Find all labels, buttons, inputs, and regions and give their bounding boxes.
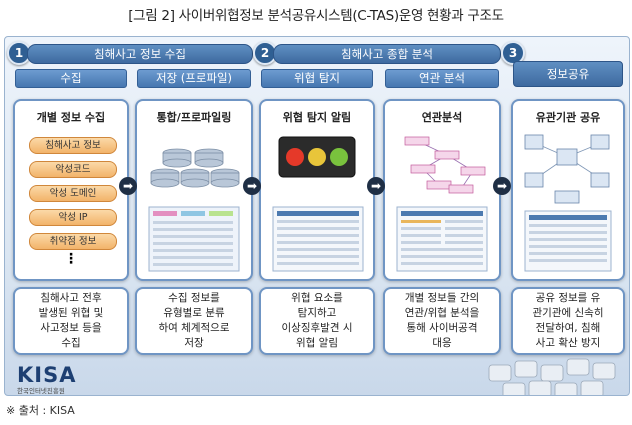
col-1-header: 수집 [15,69,127,88]
collect-item: 악성 도메인 [29,185,117,202]
database-stack-icon [139,127,249,277]
stage-2-band: 침해사고 종합 분석 [273,44,501,64]
sharing-network-icon [515,127,621,277]
flow-arrow-icon: ➡ [119,177,137,195]
stage-1-band: 침해사고 정보 수집 [27,44,253,64]
collect-item: 악성 IP [29,209,117,226]
diagram-frame: 1 침해사고 정보 수집 2 침해사고 종합 분석 3 정보공유 수집 저장 (… [4,36,630,396]
source-note: ※ 출처 : KISA [6,402,75,418]
profiling-panel: 통합/프로파일링 [135,99,253,281]
correlation-panel: 연관분석 [383,99,501,281]
collect-item: 침해사고 정보 [29,137,117,154]
flow-arrow-icon: ➡ [493,177,511,195]
col-3-header: 위협 탐지 [261,69,373,88]
alert-signal-icon [263,127,371,277]
col-2-header: 저장 (프로파일) [137,69,251,88]
kisa-logo: KISA 한국인터넷진흥원 [17,363,76,395]
sharing-panel: 유관기관 공유 [511,99,625,281]
sharing-panel-title: 유관기관 공유 [513,109,623,125]
profiling-panel-title: 통합/프로파일링 [137,109,251,125]
collect-panel-title: 개별 정보 수집 [15,109,127,125]
network-graph-icon [387,127,497,277]
figure-title: [그림 2] 사이버위협정보 분석공유시스템(C-TAS)운영 현황과 구조도 [0,4,632,24]
collect-panel: 개별 정보 수집 침해사고 정보 악성코드 악성 도메인 악성 IP 취약점 정… [13,99,129,281]
correlation-panel-title: 연관분석 [385,109,499,125]
ellipsis: ⋮ [15,251,127,267]
kisa-logo-name: KISA [17,363,76,387]
stage-3-band: 정보공유 [513,61,623,87]
flow-arrow-icon: ➡ [243,177,261,195]
col-4-header: 연관 분석 [385,69,499,88]
collect-item: 취약점 정보 [29,233,117,250]
flow-arrow-icon: ➡ [367,177,385,195]
keyboard-icon [479,355,629,396]
detection-panel: 위협 탐지 알림 [259,99,375,281]
collect-item: 악성코드 [29,161,117,178]
detection-panel-title: 위협 탐지 알림 [261,109,373,125]
